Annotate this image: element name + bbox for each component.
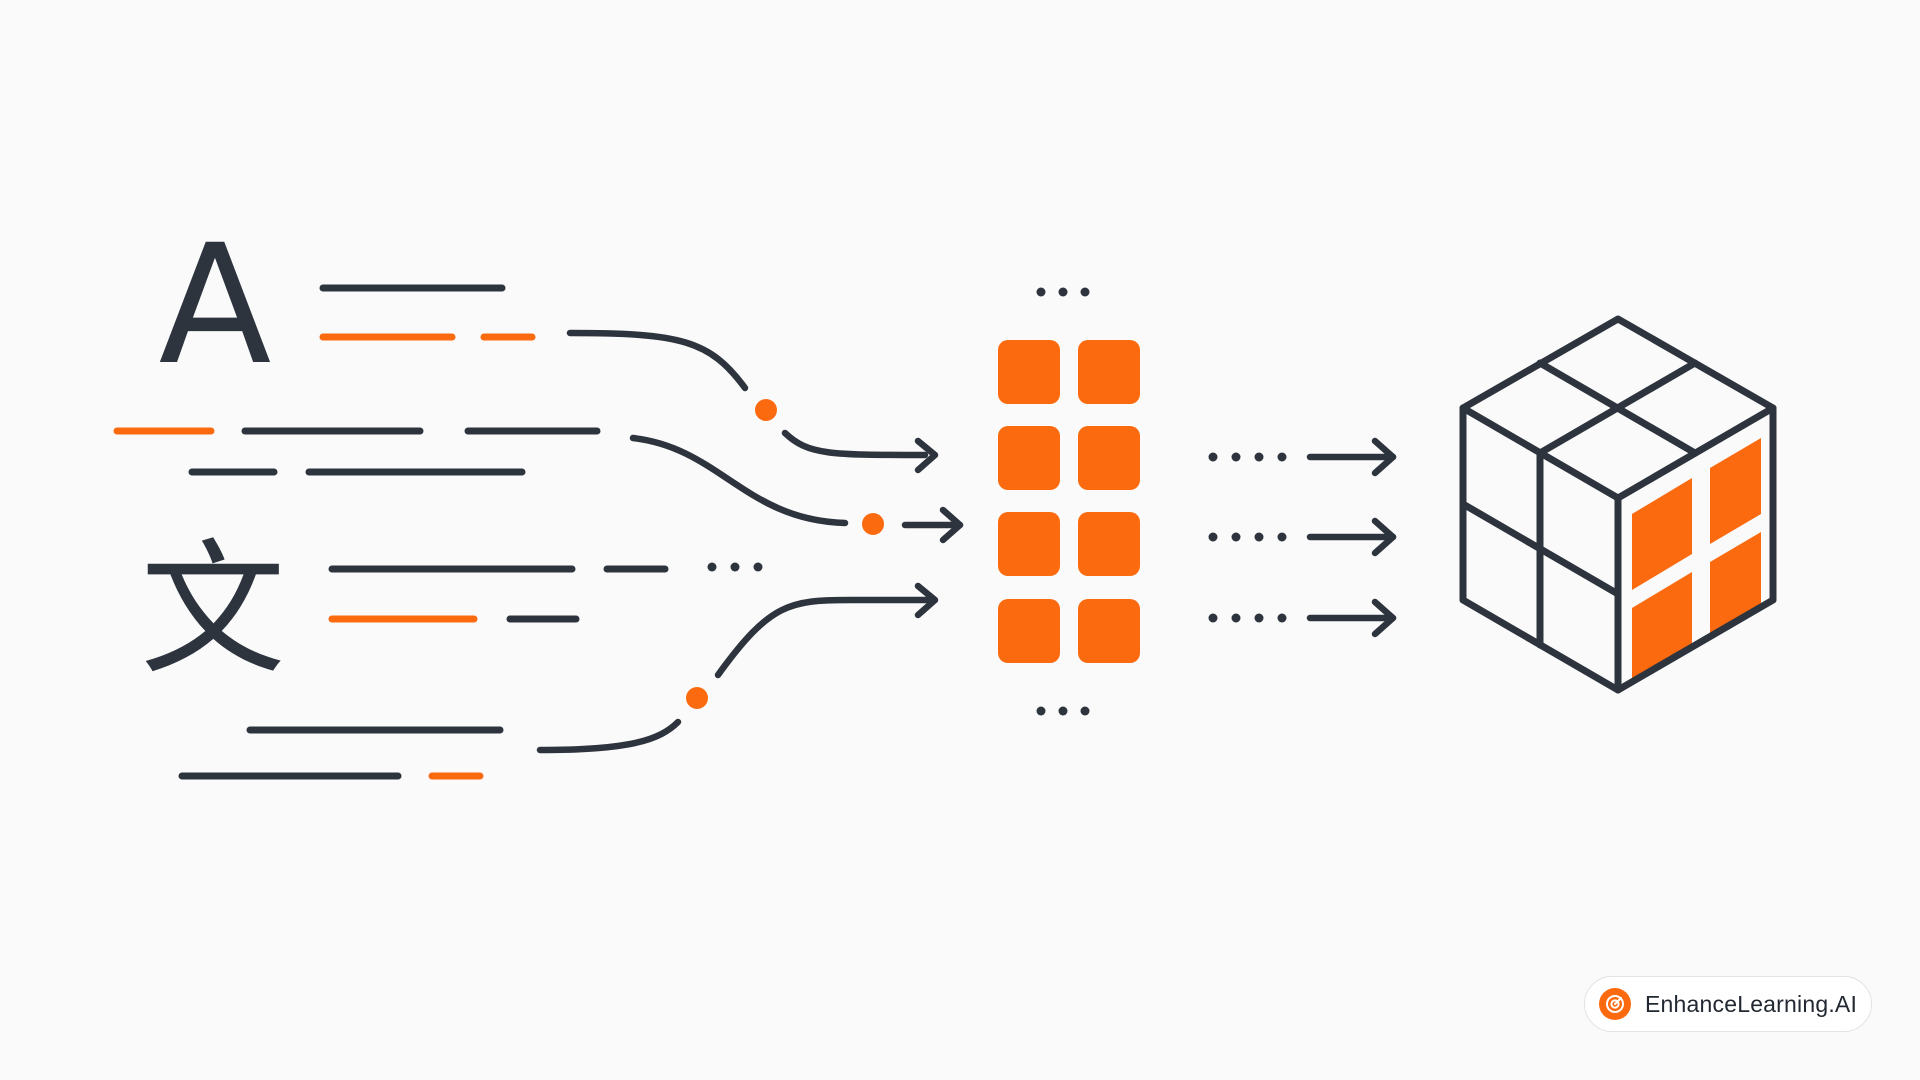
flow-node xyxy=(755,399,777,421)
vector-cell xyxy=(998,426,1060,490)
vector-cell xyxy=(1078,512,1140,576)
arrowhead xyxy=(1371,437,1397,477)
flow-node xyxy=(862,513,884,535)
flow-arrowheads xyxy=(914,437,964,619)
flow-curve xyxy=(566,329,749,392)
vector-space-cube-icon xyxy=(1459,315,1777,694)
vector-cell xyxy=(998,512,1060,576)
arrowhead xyxy=(914,437,939,474)
embedding-vector xyxy=(998,340,1140,663)
vector-cell xyxy=(1078,426,1140,490)
flow-curves xyxy=(536,329,964,754)
flow-curve xyxy=(781,429,929,459)
flow-curve xyxy=(629,434,849,527)
arrowhead xyxy=(1371,517,1397,557)
text-input-group: A 文 xyxy=(113,209,763,780)
cube-grid xyxy=(1536,359,1699,457)
flow-curve xyxy=(536,718,682,754)
flow-node xyxy=(686,687,708,709)
latin-letter-icon: A xyxy=(159,209,272,401)
text-lines xyxy=(113,284,669,780)
arrowhead xyxy=(914,582,939,619)
flow-curve xyxy=(714,596,934,679)
output-arrows xyxy=(1208,437,1397,638)
arrowhead xyxy=(939,506,964,544)
vector-cell xyxy=(1078,599,1140,663)
cube-grid xyxy=(1459,500,1622,598)
flow-nodes xyxy=(686,399,884,709)
brand-name: EnhanceLearning.AI xyxy=(1645,990,1858,1017)
vector-cell xyxy=(1078,340,1140,404)
cjk-character-icon: 文 xyxy=(141,526,286,695)
vector-cell xyxy=(998,599,1060,663)
vector-cell xyxy=(998,340,1060,404)
vector-ellipsis xyxy=(1036,287,1090,716)
ellipsis-dots xyxy=(707,562,763,572)
arrowhead xyxy=(1371,598,1397,638)
target-icon xyxy=(1599,988,1631,1020)
brand-badge: EnhanceLearning.AI xyxy=(1584,976,1872,1032)
